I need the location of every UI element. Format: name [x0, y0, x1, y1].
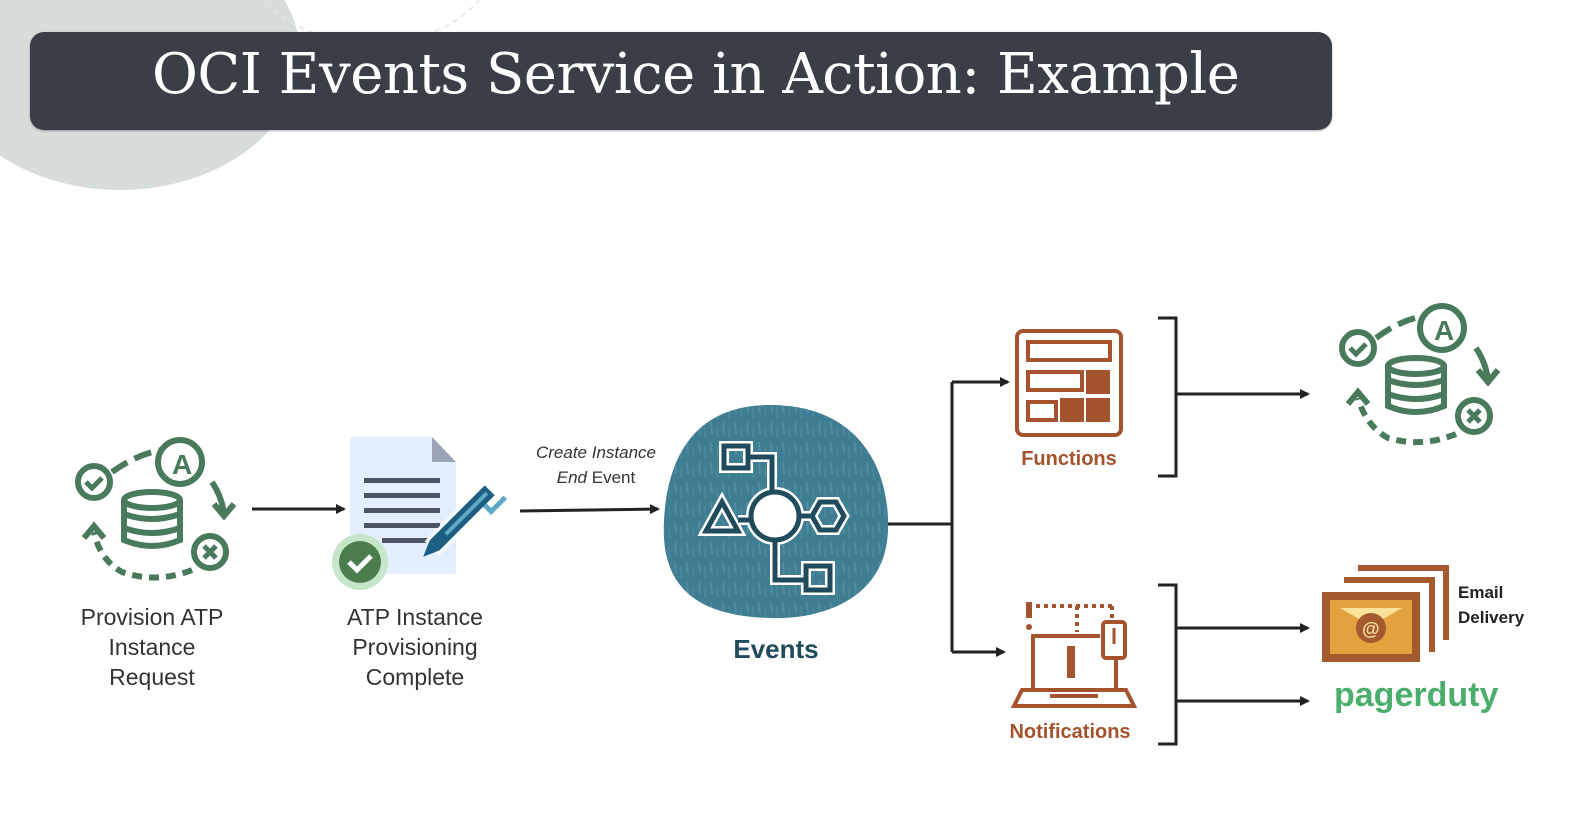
email-label-line2: Delivery — [1458, 608, 1525, 627]
svg-text:@: @ — [1362, 619, 1380, 639]
event-label-event: Event — [587, 468, 636, 487]
flow-arrow-2 — [519, 504, 660, 515]
label-line: Complete — [365, 664, 465, 690]
notifications-label: Notifications — [1009, 721, 1131, 743]
bracket-functions — [1158, 316, 1310, 478]
email-delivery-label: Email Delivery — [1458, 580, 1578, 630]
svg-text:A: A — [172, 449, 192, 480]
event-label: Create Instance End Event — [506, 440, 686, 490]
pagerduty-logo: pagerduty — [1334, 676, 1499, 714]
events-label: Events — [733, 634, 819, 664]
functions-icon — [1015, 329, 1123, 437]
label-line: ATP Instance — [347, 604, 483, 630]
autonomous-database-result-icon: A — [1339, 303, 1501, 446]
label-line: Request — [109, 664, 195, 690]
event-label-line2: End Event — [506, 465, 686, 490]
functions-label: Functions — [1021, 448, 1117, 470]
slide-title: OCI Events Service in Action: Example — [152, 42, 1240, 107]
events-service-icon — [663, 405, 889, 619]
email-stack-icon: @ — [1322, 565, 1449, 662]
event-label-line1: Create Instance — [535, 443, 656, 462]
fork-connector — [888, 377, 1010, 657]
label-line: Provision ATP — [80, 604, 224, 630]
document-signed-check-icon — [332, 437, 508, 590]
step-label-provision-request: Provision ATP Instance Request — [42, 602, 262, 692]
event-label-end: End — [556, 468, 588, 487]
autonomous-database-icon: A — [75, 437, 237, 581]
svg-text:A: A — [1434, 315, 1454, 346]
title-banner — [30, 32, 1332, 130]
notifications-icon — [1010, 602, 1138, 708]
label-line: Instance — [108, 634, 196, 660]
label-line: Provisioning — [352, 634, 478, 660]
step-label-provisioning-complete: ATP Instance Provisioning Complete — [305, 602, 525, 692]
email-label-line1: Email — [1458, 583, 1504, 602]
bracket-notifications — [1158, 583, 1310, 746]
